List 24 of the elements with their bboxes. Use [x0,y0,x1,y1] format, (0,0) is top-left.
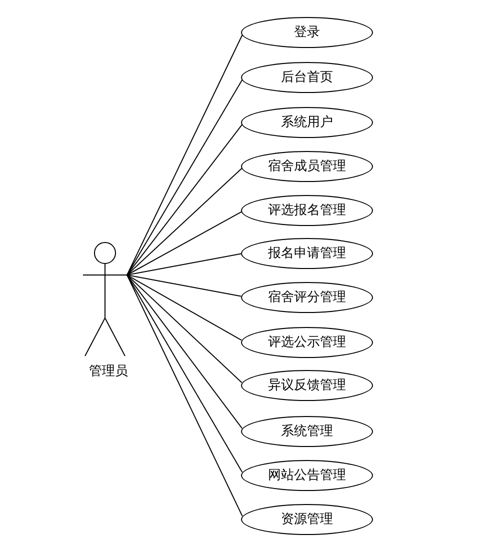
association-line [126,124,242,276]
use-case-ellipse: 评选公示管理 [241,326,373,358]
use-case-ellipse: 资源管理 [241,504,373,534]
association-line [126,79,243,276]
use-case-ellipse: 报名申请管理 [241,238,373,268]
association-line [126,274,243,429]
association-line [126,274,243,473]
use-case-ellipse: 宿舍评分管理 [241,282,373,312]
use-case-ellipse: 宿舍成员管理 [241,150,373,182]
association-line [126,253,242,276]
association-line [126,274,243,516]
association-line [126,274,242,341]
use-case-ellipse: 网站公告管理 [241,460,373,490]
use-case-ellipse: 评选报名管理 [241,194,373,226]
association-line [126,211,242,276]
use-case-ellipse: 系统管理 [241,416,373,446]
use-case-ellipse: 异议反馈管理 [241,370,373,400]
association-line [126,168,242,276]
use-case-ellipse: 后台首页 [241,62,373,92]
association-line [126,274,242,297]
use-case-ellipse: 系统用户 [241,106,373,138]
association-line [126,274,242,384]
actor-name: 管理员 [89,363,128,380]
use-case-ellipse: 登录 [241,16,373,48]
